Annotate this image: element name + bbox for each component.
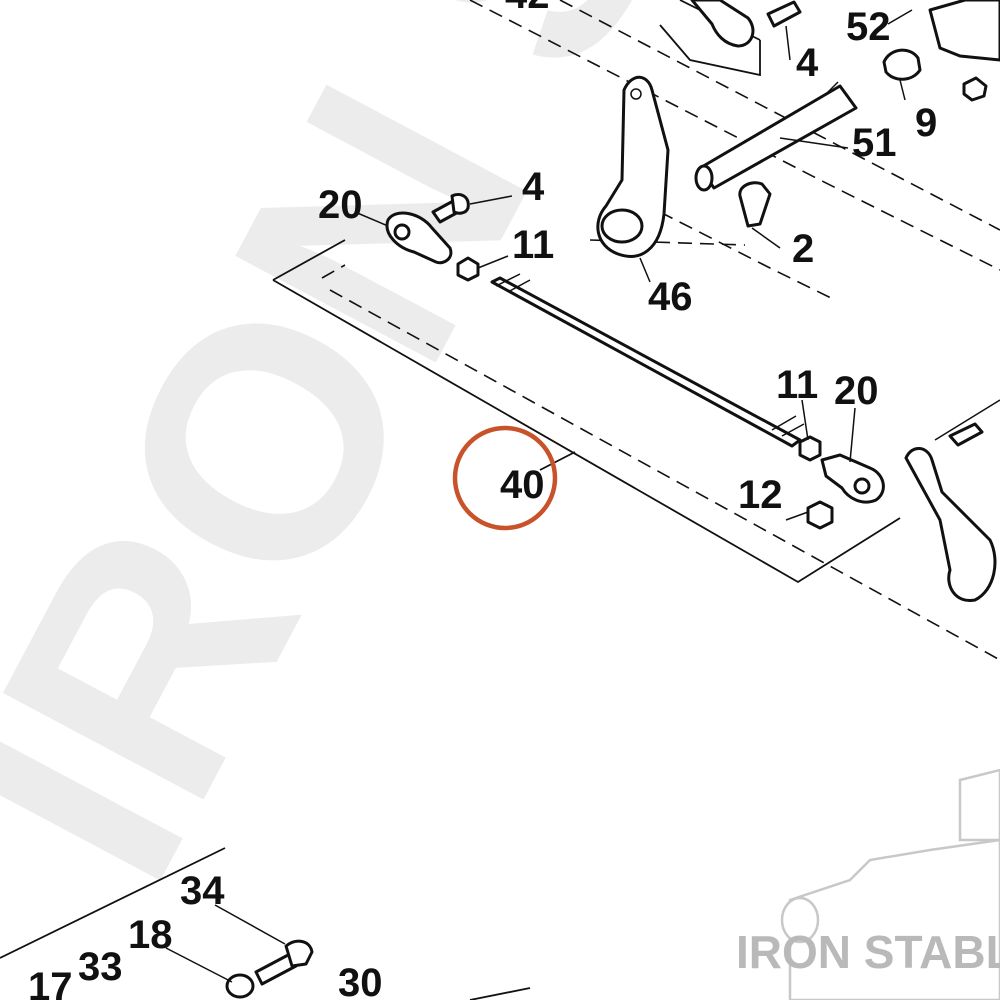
rod-end-right bbox=[820, 453, 885, 504]
shift-lever-arm-part-46 bbox=[596, 75, 670, 258]
bracket-line-40 bbox=[272, 239, 901, 584]
nut-right-part-11 bbox=[798, 435, 822, 462]
dashed-line-rod bbox=[321, 264, 1000, 661]
callout-40: 40 bbox=[500, 463, 545, 507]
callout-2: 2 bbox=[792, 227, 814, 271]
bolt-head-34 bbox=[284, 939, 314, 968]
callout-33: 33 bbox=[78, 945, 123, 989]
highlight-ring-40 bbox=[452, 425, 558, 531]
shift-rod bbox=[490, 276, 802, 448]
bracket-line-30 bbox=[469, 987, 531, 1000]
dashed-line-right bbox=[934, 399, 1000, 441]
watermark-text: IRON ST bbox=[0, 0, 840, 933]
rod-end-right-part-20 bbox=[820, 453, 885, 504]
dashed-line-top-2 bbox=[559, 0, 1000, 231]
callout-11-left: 11 bbox=[512, 223, 554, 267]
rod-threads bbox=[495, 273, 805, 437]
ghost-cylinder bbox=[780, 896, 820, 944]
leader-40 bbox=[539, 451, 576, 471]
callout-17: 17 bbox=[28, 965, 73, 1000]
leader-lines-bottom bbox=[165, 904, 286, 983]
callout-11-right: 11 bbox=[776, 363, 818, 407]
bolt-left-head bbox=[450, 193, 470, 215]
shaft-end bbox=[694, 164, 714, 192]
nut-left-part-11 bbox=[456, 256, 480, 282]
callout-20-left: 20 bbox=[318, 183, 363, 227]
rod-end-left-eye bbox=[393, 223, 411, 241]
callout-labels: 42 52 4 9 51 20 4 11 2 46 11 20 40 12 34… bbox=[28, 0, 937, 1000]
shaft-part-51 bbox=[694, 84, 858, 192]
callout-46: 46 bbox=[648, 275, 693, 319]
callout-9: 9 bbox=[915, 101, 937, 145]
rod-end-right-eye bbox=[853, 477, 871, 495]
callout-4: 4 bbox=[522, 165, 545, 209]
callout-20-right: 20 bbox=[834, 369, 879, 413]
rod-end-top-part-42 bbox=[690, 0, 755, 48]
callout-4-top: 4 bbox=[796, 41, 819, 85]
callout-30: 30 bbox=[338, 961, 383, 1000]
shaft bbox=[698, 84, 858, 190]
ghost-bracket bbox=[958, 768, 1000, 842]
ghost-housing bbox=[788, 838, 1000, 1000]
bracket-line-bottom bbox=[0, 847, 226, 959]
leader-lines-upper bbox=[354, 81, 849, 283]
bolt-right bbox=[948, 422, 984, 447]
watermark: IRON ST bbox=[0, 0, 840, 933]
rod-end-left-part-20 bbox=[385, 211, 453, 265]
dashed-line-arm bbox=[659, 211, 836, 301]
bolt-left-part-4 bbox=[431, 193, 470, 224]
arm-hole bbox=[630, 88, 642, 100]
callout-12: 12 bbox=[738, 473, 783, 517]
callout-52: 52 bbox=[846, 5, 891, 49]
callout-leaders bbox=[165, 9, 913, 983]
brand-watermark: IRON STABLE bbox=[736, 926, 1000, 978]
bushing-part-9 bbox=[882, 48, 922, 81]
shift-arm-right bbox=[904, 447, 997, 602]
ghost-assembly bbox=[780, 768, 1000, 1000]
leader-lines-right bbox=[751, 9, 913, 521]
bolt-part-2 bbox=[738, 181, 772, 228]
nut-top-right bbox=[962, 76, 988, 102]
arm-hub bbox=[600, 208, 644, 244]
shift-rod-part-40 bbox=[490, 273, 805, 448]
bolt-top-part-4 bbox=[766, 0, 802, 28]
bracket-part-52 bbox=[928, 0, 1000, 62]
callout-18: 18 bbox=[128, 913, 173, 957]
bottom-left-hardware bbox=[225, 939, 314, 999]
washer-part-18 bbox=[225, 973, 255, 999]
callout-51: 51 bbox=[852, 121, 897, 165]
callout-42: 42 bbox=[505, 0, 550, 17]
nut-part-12 bbox=[806, 500, 834, 530]
